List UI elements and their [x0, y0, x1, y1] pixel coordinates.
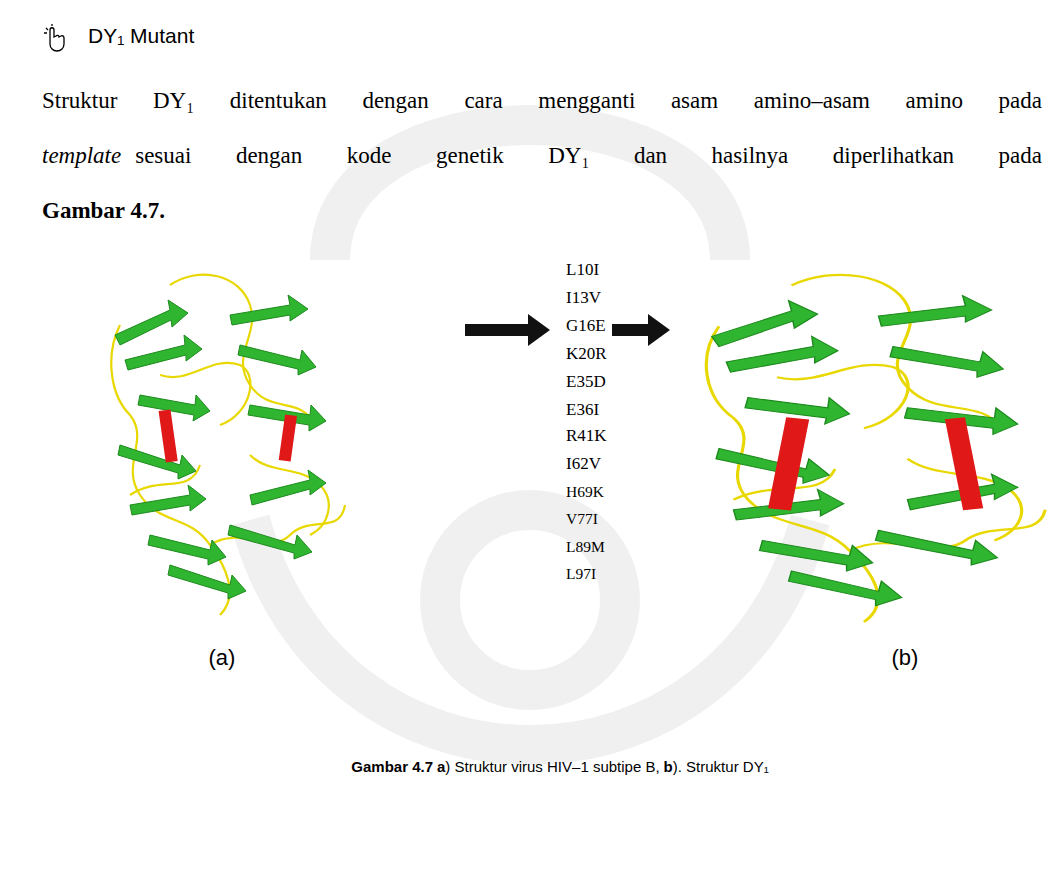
- subfigure-label: (b): [892, 645, 919, 671]
- caption-text: ). Struktur DY₁: [673, 758, 769, 775]
- mutation-label: L10I: [566, 260, 599, 280]
- mutation-label: I13V: [566, 288, 601, 308]
- protein-structure-a: [111, 275, 345, 615]
- mutation-label: E36I: [566, 400, 599, 420]
- protein-structure-b: [706, 275, 1045, 622]
- mutation-label: H69K: [566, 483, 604, 501]
- mutation-label: G16E: [566, 316, 606, 336]
- figure-reference: Gambar 4.7.: [42, 198, 165, 224]
- caption-text: Gambar 4.7: [351, 758, 433, 775]
- body-text-italic: template: [42, 143, 121, 169]
- mutation-label: R41K: [566, 426, 607, 446]
- mutation-label: L89M: [566, 538, 605, 556]
- body-text: sesuai dengan kode genetik DY₁ dan hasil…: [135, 143, 1042, 169]
- mutation-label: L97I: [566, 565, 596, 583]
- hand-icon: [44, 24, 64, 51]
- mutation-label: E35D: [566, 372, 606, 392]
- mutation-label: I62V: [566, 454, 601, 474]
- watermark: [250, 125, 810, 745]
- process-arrow: [465, 314, 670, 346]
- mutation-label: K20R: [566, 344, 607, 364]
- caption-text: a: [437, 758, 445, 775]
- body-text: Struktur DY₁ ditentukan dengan cara meng…: [42, 88, 1042, 114]
- caption-text: ) Struktur virus HIV–1 subtipe B,: [445, 758, 659, 775]
- subfigure-label: (a): [209, 645, 236, 671]
- mutation-label: V77I: [566, 510, 598, 528]
- caption-text: b: [664, 758, 673, 775]
- section-heading: DY₁ Mutant: [88, 24, 194, 48]
- figure-caption: Gambar 4.7a) Struktur virus HIV–1 subtip…: [351, 758, 768, 775]
